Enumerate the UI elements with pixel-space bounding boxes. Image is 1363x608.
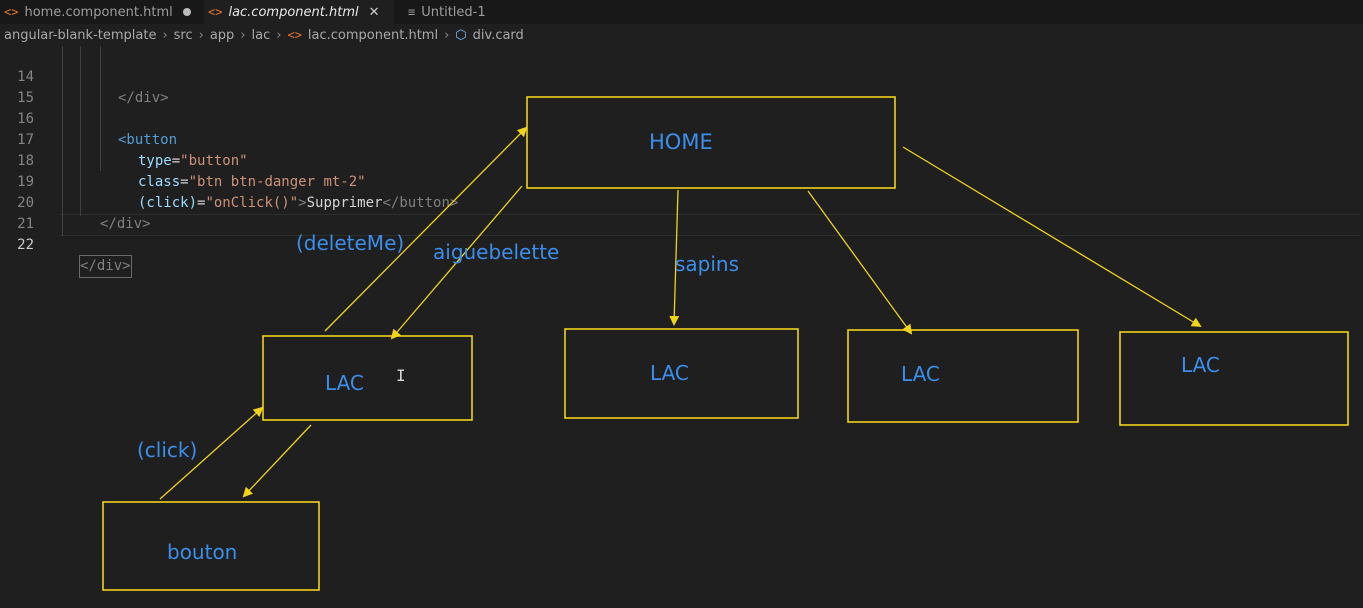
home-label: HOME [649,130,713,154]
code-line[interactable]: 17 type="button" [0,109,1363,169]
lac-box-2 [564,328,799,419]
unsaved-dot-icon[interactable] [182,8,191,16]
tab-untitled[interactable]: ≡ Untitled-1 [394,0,524,24]
arrow-home-lac4 [902,146,1202,328]
code-line[interactable]: 20 </div> [0,172,1363,232]
lac-label-4: LAC [1181,353,1220,377]
code-token: </button> [382,195,459,211]
lac-box-3 [847,329,1079,423]
line-number: 20 [17,195,34,211]
deleteme-label: (deleteMe) [296,231,404,255]
code-token: </div> [100,216,151,232]
file-lines-icon: ≡ [408,5,416,19]
angle-brackets-icon: <> [4,5,19,19]
code-token: </div> [118,90,169,106]
lac-box-4 [1119,331,1349,426]
code-token: <button [118,132,178,148]
home-box [526,96,896,189]
cube-icon: ⬡ [455,27,467,43]
tab-label: lac.component.html [228,4,359,20]
chevron-right-icon: › [162,27,168,43]
line-number: 16 [17,111,34,127]
aiguebelette-label: aiguebelette [433,240,559,264]
line-number: 22 [17,237,34,253]
bouton-box [102,501,320,591]
lac-label-2: LAC [650,361,689,385]
angle-brackets-icon: <> [208,5,223,19]
arrow-home-lac3 [807,190,913,335]
click-label: (click) [137,438,197,462]
breadcrumb-item[interactable]: div.card [472,27,524,43]
angle-brackets-icon: <> [287,28,302,42]
current-line-highlight [60,214,1360,236]
code-line[interactable]: 22 </div> [0,214,1363,278]
line-number: 18 [17,153,34,169]
line-number: 17 [17,132,34,148]
breadcrumb: angular-blank-template › src › app › lac… [0,24,1363,46]
breadcrumb-item[interactable]: src [173,27,193,43]
tab-lac-component[interactable]: <> lac.component.html ✕ [204,0,394,24]
chevron-right-icon: › [198,27,204,43]
line-number: 14 [17,69,34,85]
arrow-click [159,406,264,500]
chevron-right-icon: › [240,27,246,43]
chevron-right-icon: › [276,27,282,43]
code-line[interactable]: 21 [0,193,1363,232]
line-number: 21 [17,216,34,232]
indent-guide [100,46,101,171]
breadcrumb-item[interactable]: lac.component.html [307,27,439,43]
breadcrumb-item[interactable]: angular-blank-template [4,27,157,43]
code-token: "btn btn-danger mt-2" [188,174,366,190]
code-line[interactable]: 19 (click)="onClick()">Supprimer</button… [0,151,1363,211]
code-token: </div> [80,258,131,274]
code-token: "onClick()" [205,195,299,211]
line-number: 19 [17,174,34,190]
line-number: 15 [17,90,34,106]
arrow-deleteme [324,126,528,332]
sapins-label: sapins [675,252,739,276]
breadcrumb-item[interactable]: lac [251,27,271,43]
lac-label-1: LAC [325,371,364,395]
code-token: Supprimer [306,195,383,211]
arrow-lac-bouton [242,424,312,498]
arrow-aiguebelette [390,185,523,340]
code-line[interactable]: 16 <button [0,88,1363,148]
arrow-sapins [669,189,680,326]
tab-label: home.component.html [24,4,173,20]
code-line[interactable]: 18 class="btn btn-danger mt-2" [0,130,1363,190]
code-token: (click) [138,195,198,211]
indent-guide [62,46,63,236]
code-line[interactable]: 15 [0,67,1363,106]
code-token: "button" [180,153,248,169]
code-token: type [138,153,172,169]
text-cursor-icon: I [396,366,406,385]
lac-label-3: LAC [901,362,940,386]
chevron-right-icon: › [444,27,450,43]
close-icon[interactable]: ✕ [368,4,380,20]
indent-guide [80,46,81,216]
code-token: class [138,174,181,190]
lac-box-1 [262,335,473,421]
editor-tab-bar: <> home.component.html <> lac.component.… [0,0,1363,24]
code-line[interactable]: 14 </div> [0,46,1363,106]
breadcrumb-item[interactable]: app [209,27,235,43]
tab-label: Untitled-1 [421,4,486,20]
tab-home-component[interactable]: <> home.component.html [0,0,204,24]
bouton-label: bouton [167,540,237,564]
